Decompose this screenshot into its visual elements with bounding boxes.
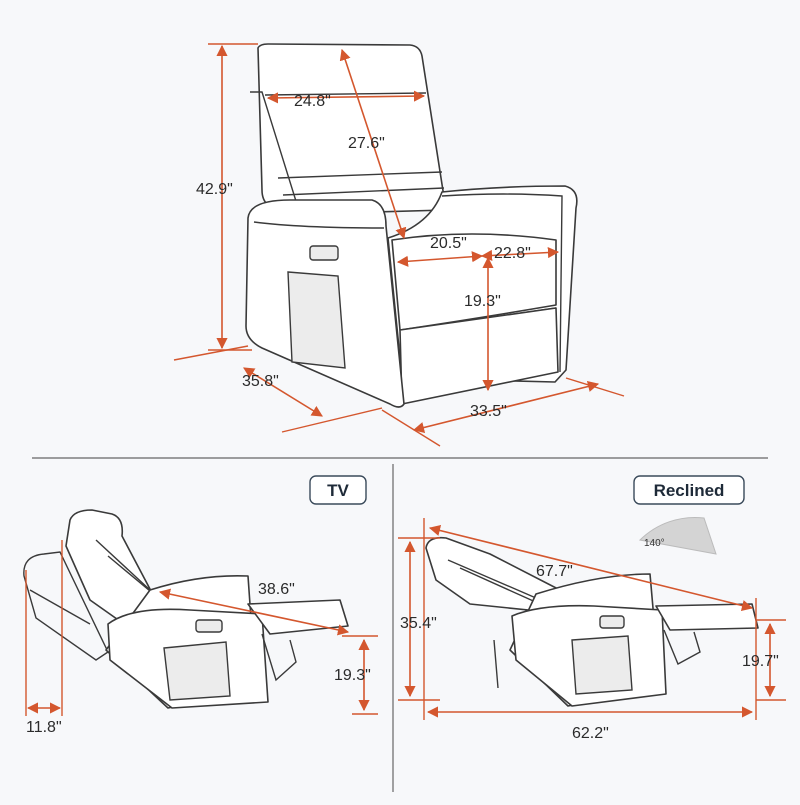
tv-footrest-length-arrow: [158, 588, 350, 636]
reclined-length-total-label: 62.2": [572, 725, 609, 742]
tv-dimension-arrows: [25, 540, 378, 716]
seat-depth-label: 20.5": [430, 235, 467, 252]
reclined-badge-label: Reclined: [654, 481, 725, 500]
reclined-chair-drawing: [425, 536, 759, 707]
wall-clearance-label: 11.8": [26, 719, 62, 736]
seat-width-label: 22.8": [494, 245, 531, 262]
width-label: 33.5": [470, 403, 507, 420]
back-width-label: 24.8": [294, 93, 331, 110]
reclined-dimension-labels: 67.7" 35.4" 19.7" 62.2": [400, 563, 779, 742]
main-dimension-arrows: [173, 43, 625, 447]
tv-badge: TV: [309, 475, 367, 505]
reclined-dimension-arrows: [398, 518, 786, 720]
seat-depth-arrow: [396, 251, 484, 267]
depth-label: 35.8": [242, 373, 279, 390]
reclined-length-diag-label: 67.7": [536, 563, 573, 580]
width-arrow: [412, 381, 600, 433]
reclined-badge: Reclined: [633, 475, 745, 505]
reclined-length-diag-arrow: [428, 524, 754, 612]
recline-angle-indicator: 140°: [638, 516, 717, 555]
seat-height-label: 19.3": [464, 293, 501, 310]
reclined-footrest-height-label: 19.7": [742, 653, 779, 670]
tv-chair-drawing: [23, 509, 349, 709]
recline-angle-label: 140°: [644, 538, 665, 549]
tv-footrest-height-label: 19.3": [334, 667, 371, 684]
depth-arrow: [243, 367, 323, 417]
back-height-arrow: [339, 48, 407, 240]
height-total-label: 42.9": [196, 181, 233, 198]
tv-badge-label: TV: [327, 481, 349, 500]
tv-dimension-labels: 11.8" 38.6" 19.3": [26, 581, 371, 736]
main-dimension-labels: 42.9" 24.8" 27.6" 20.5" 22.8" 19.3" 35.8…: [196, 93, 531, 420]
seat-width-arrow: [480, 246, 560, 262]
reclined-height-label: 35.4": [400, 615, 437, 632]
tv-footrest-length-label: 38.6": [258, 581, 295, 598]
back-height-label: 27.6": [348, 135, 385, 152]
